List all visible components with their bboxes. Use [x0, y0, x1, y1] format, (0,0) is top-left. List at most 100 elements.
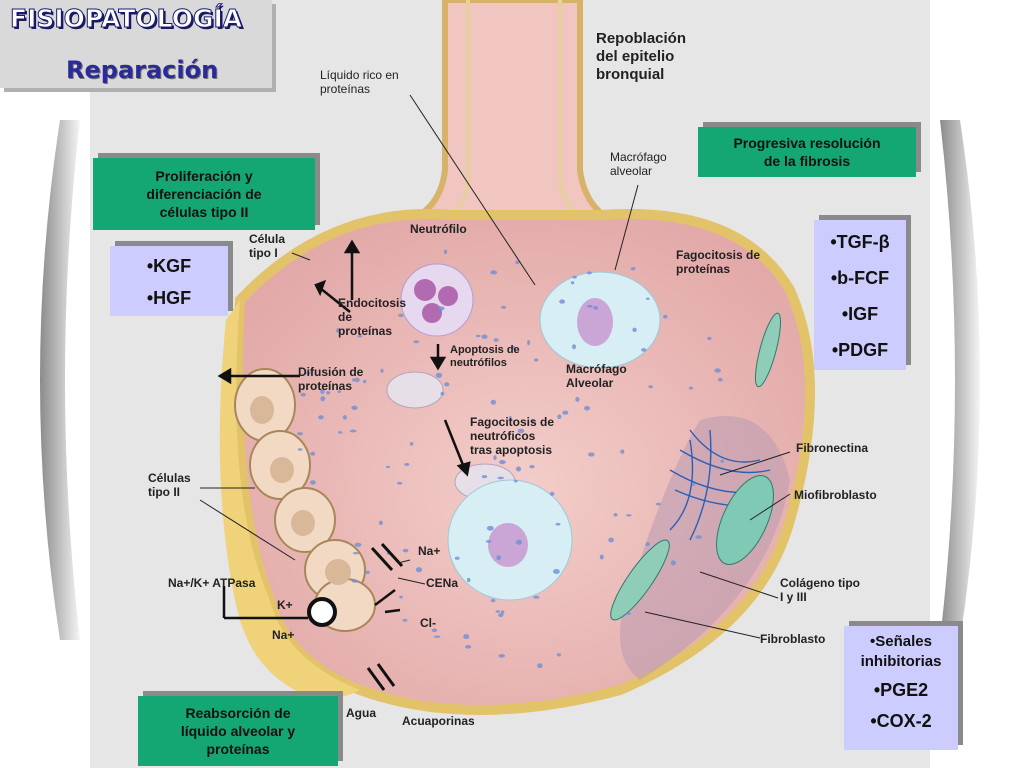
protein-dot	[443, 249, 448, 254]
myofibroblast-cell	[716, 475, 774, 565]
growth-factors-left: •KGF •HGF	[110, 246, 228, 316]
growth-right-item: •IGF	[841, 304, 879, 324]
protein-dot	[386, 465, 391, 469]
protein-dot	[575, 396, 580, 402]
growth-right-item: •PDGF	[831, 340, 889, 360]
protein-dot	[493, 338, 499, 342]
protein-dot	[572, 344, 576, 350]
protein-dot	[486, 525, 494, 531]
protein-dot	[530, 418, 535, 424]
protein-dot	[527, 340, 531, 346]
protein-dot	[495, 610, 501, 613]
label-acuaporinas: Acuaporinas	[402, 714, 475, 728]
protein-dot	[444, 382, 450, 387]
inhibitory-item: •PGE2	[873, 680, 929, 700]
protein-dot	[435, 372, 443, 378]
protein-dot	[318, 415, 324, 420]
protein-dot	[402, 618, 408, 622]
protein-dot	[415, 567, 423, 573]
protein-dot	[508, 416, 512, 421]
protein-dot	[320, 396, 326, 402]
proliferation-line: diferenciación de	[146, 186, 262, 202]
protein-dot	[498, 654, 506, 658]
protein-dot	[613, 513, 618, 517]
growth-right-item: •TGF-β	[830, 232, 890, 252]
protein-dot	[501, 305, 507, 309]
reabsorption-line: proteínas	[206, 741, 270, 757]
protein-dot	[310, 451, 316, 456]
label-k-plus: K+	[277, 598, 293, 612]
protein-dot	[466, 577, 471, 583]
protein-dot	[437, 306, 445, 311]
resolution-line: Progresiva resolución	[733, 135, 881, 151]
growth-left-item: •HGF	[146, 288, 192, 308]
proliferation-box: Proliferación y diferenciación de célula…	[93, 158, 315, 230]
inhibitory-signals-box: •Señales inhibitorias •PGE2 •COX-2	[844, 626, 958, 750]
protein-dot	[648, 385, 653, 389]
protein-dot	[555, 522, 561, 526]
neutrophil	[400, 263, 474, 337]
protein-dot	[707, 336, 712, 341]
protein-dot	[500, 610, 505, 615]
protein-dot	[354, 542, 362, 547]
protein-dot	[297, 432, 303, 436]
protein-dot	[305, 371, 312, 375]
protein-dot	[720, 459, 724, 463]
protein-dot	[626, 514, 632, 517]
protein-dot	[533, 595, 540, 599]
protein-dot	[549, 491, 555, 496]
protein-dot	[365, 570, 370, 574]
protein-dot	[349, 429, 357, 433]
protein-dot	[481, 334, 488, 339]
protein-dot	[351, 579, 359, 583]
protein-dot	[440, 391, 445, 396]
left-ribbon	[40, 120, 80, 640]
protein-dot	[363, 379, 367, 384]
protein-dot	[630, 267, 636, 271]
right-ribbon	[940, 120, 980, 640]
protein-dot	[398, 313, 404, 317]
proliferation-line: Proliferación y	[155, 168, 253, 184]
protein-dot	[465, 645, 472, 649]
protein-dot	[645, 542, 650, 547]
protein-dot	[559, 299, 565, 304]
protein-dot	[632, 327, 637, 332]
protein-dot	[714, 368, 721, 373]
protein-dot	[336, 328, 340, 333]
label-na-plus: Na+	[418, 544, 441, 558]
protein-dot	[433, 635, 441, 638]
label-neutrofilo: Neutrófilo	[410, 222, 467, 236]
protein-dot	[352, 378, 356, 382]
reabsorption-box: Reabsorción de líquido alveolar y proteí…	[138, 696, 338, 766]
protein-dot	[695, 535, 702, 539]
protein-dot	[641, 348, 647, 352]
protein-dot	[490, 598, 496, 603]
protein-dot	[399, 595, 403, 599]
protein-dot	[481, 475, 488, 479]
protein-dot	[599, 554, 604, 560]
label-fibroblasto: Fibroblasto	[760, 632, 826, 646]
protein-dot	[557, 414, 562, 420]
protein-dot	[326, 391, 331, 395]
protein-dot	[496, 555, 501, 561]
reabsorption-line: líquido alveolar y	[180, 723, 296, 739]
protein-dot	[499, 460, 506, 465]
protein-dot	[402, 548, 409, 553]
resolution-line: de la fibrosis	[763, 153, 851, 169]
page-title: FISIOPATOLOGÍA	[9, 4, 243, 34]
protein-dot	[342, 415, 347, 420]
protein-dot	[537, 663, 543, 669]
protein-dot	[352, 552, 360, 555]
protein-dot	[655, 502, 662, 506]
protein-dot	[670, 560, 676, 566]
protein-dot	[493, 455, 497, 461]
protein-dot	[413, 340, 420, 344]
protein-dot	[338, 431, 343, 434]
protein-dot	[431, 628, 438, 633]
protein-dot	[351, 405, 358, 410]
protein-dot	[475, 334, 481, 338]
